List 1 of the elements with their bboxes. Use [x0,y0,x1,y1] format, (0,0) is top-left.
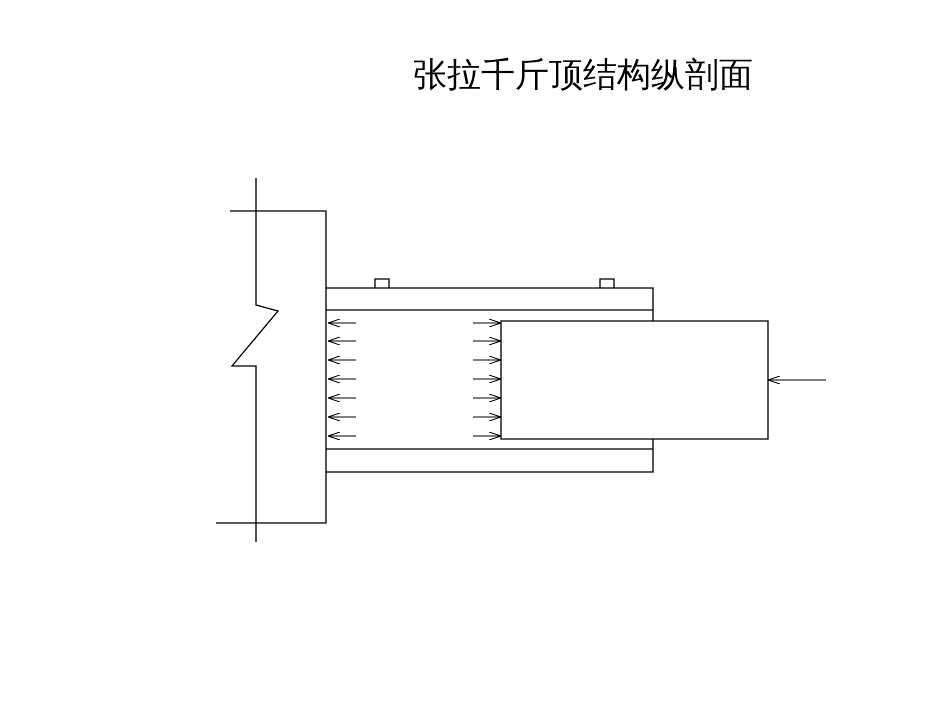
diagram-title: 张拉千斤顶结构纵剖面 [412,54,754,97]
